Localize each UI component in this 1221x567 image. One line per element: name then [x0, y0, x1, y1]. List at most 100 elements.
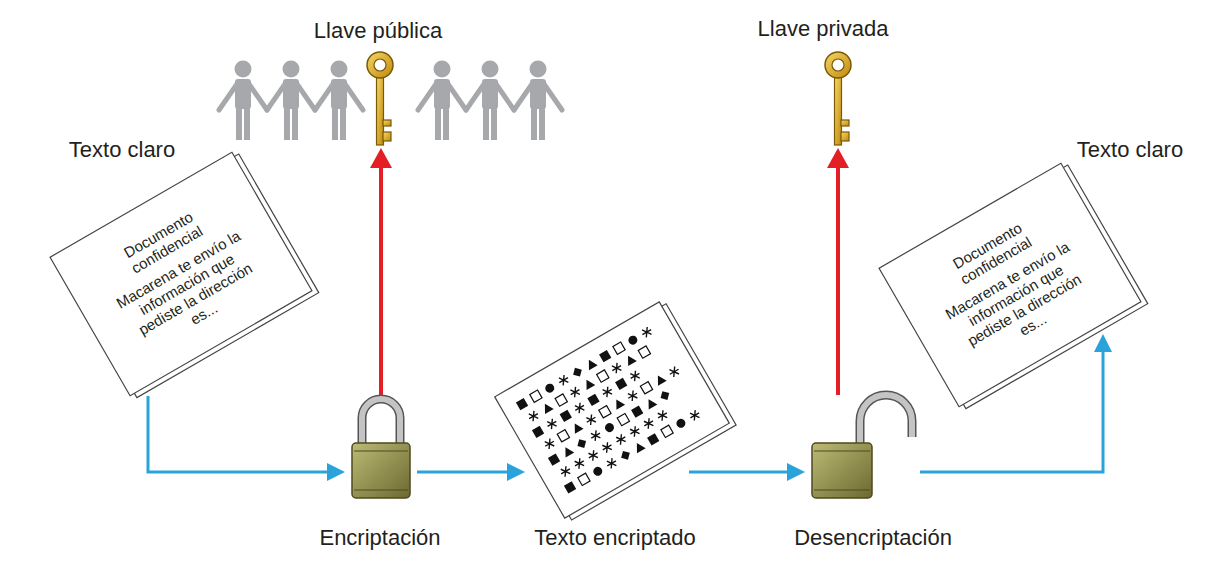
paper-front [879, 163, 1141, 407]
key-arrow [379, 156, 383, 395]
cipher-symbols [516, 323, 705, 494]
node-label: Texto claro [69, 137, 175, 163]
node-label: Llave pública [314, 18, 442, 44]
cipher-symbol [654, 373, 667, 386]
key-tooth [841, 132, 849, 141]
cipher-symbol [597, 370, 609, 382]
cipher-symbol [564, 481, 576, 493]
cipher-symbol [532, 426, 544, 438]
encrypted-document: Texto encriptado [495, 302, 729, 518]
key-tooth [383, 132, 391, 141]
cipher-symbol [612, 397, 625, 410]
flow-arrow [417, 471, 517, 474]
cipher-symbol [571, 365, 585, 379]
cipher-symbol [613, 342, 625, 354]
node-shape [805, 395, 920, 500]
cipher-symbol [661, 425, 673, 437]
cipher-symbol [610, 362, 623, 374]
key-icon [367, 52, 393, 145]
lock-body [812, 443, 872, 498]
cipher-symbol [656, 409, 669, 421]
cipher-symbol [688, 409, 701, 421]
closed-padlock: Encriptación [345, 395, 417, 500]
cipher-symbol [557, 430, 569, 442]
node-shape [345, 395, 417, 500]
paper-sheets [495, 299, 736, 522]
cipher-symbol [668, 366, 681, 378]
cipher-symbol [559, 465, 572, 477]
padlock-icon [352, 399, 410, 498]
shackle [362, 399, 400, 445]
key-tooth [383, 120, 391, 126]
cipher-symbol [527, 410, 540, 422]
key-hole [374, 59, 386, 71]
key-arrow [836, 156, 840, 395]
private-key: Llave privada [818, 50, 858, 148]
cipher-symbol [585, 357, 598, 370]
cipher-symbol [631, 405, 643, 417]
cipher-symbol [640, 326, 653, 338]
cipher-symbol [585, 414, 598, 426]
cipher-symbol [626, 390, 639, 402]
cipher-symbol [614, 433, 627, 445]
cipher-symbol [629, 370, 642, 382]
cipher-symbol [543, 438, 556, 450]
key-tooth [841, 120, 849, 126]
cipher-symbol [544, 382, 556, 394]
document-text: Documento confidencialMacarena te envío … [879, 163, 1141, 407]
cipher-symbol [647, 433, 659, 445]
node-label: Encriptación [319, 525, 440, 551]
person-figure [514, 61, 562, 141]
node-shape [360, 50, 400, 148]
lock-ridges [814, 451, 870, 490]
cipher-symbol [589, 429, 602, 441]
shackle-outline [860, 395, 912, 445]
cipher-symbol [587, 449, 600, 461]
cipher-symbol [541, 401, 554, 414]
cipher-symbol [628, 425, 641, 437]
paper-front [495, 302, 730, 518]
open-padlock: Desencriptación [805, 395, 920, 500]
cipher-symbol [658, 389, 672, 403]
cipher-symbol [569, 386, 582, 398]
node-label: Texto encriptado [534, 525, 695, 551]
cipher-symbol [615, 378, 627, 390]
document-text: Documento confidencialMacarena te envío … [50, 152, 312, 396]
cipher-symbol [578, 473, 590, 485]
cipher-symbol [633, 441, 646, 454]
cipher-symbol [555, 394, 567, 406]
paper-front [50, 152, 312, 396]
cipher-symbol [530, 390, 542, 402]
cipher-symbol [619, 449, 633, 463]
node-label: Desencriptación [794, 525, 952, 551]
paper-sheets [50, 150, 319, 400]
cipher-symbol [557, 374, 570, 386]
lock-ridges [354, 451, 408, 490]
public-key: Llave pública [360, 50, 400, 148]
key-ring [367, 52, 393, 78]
cipher-symbol [624, 353, 637, 366]
person-figure [267, 61, 315, 141]
shackle-outline [362, 399, 400, 445]
person-figure [466, 61, 514, 141]
cipher-symbol [675, 417, 687, 429]
cipher-symbol [603, 421, 615, 433]
key-hole [832, 59, 844, 71]
cipher-symbol [601, 386, 614, 398]
paper-sheets [879, 161, 1148, 411]
cipher-symbol [617, 413, 629, 425]
shackle [860, 395, 912, 445]
cipher-symbol [627, 334, 639, 346]
cipher-symbol [570, 421, 583, 434]
node-shape [818, 50, 858, 148]
padlock-icon [812, 395, 912, 498]
cipher-symbol [516, 398, 528, 410]
cipher-symbol [575, 437, 589, 451]
node-shape [495, 302, 729, 518]
node-label: Texto claro [1077, 137, 1183, 163]
cipher-symbol [573, 402, 586, 414]
person-figure [219, 61, 267, 141]
plain-document: Texto claroDocumento confidencialMacaren… [879, 163, 1141, 407]
plain-document: Texto claroDocumento confidencialMacaren… [50, 152, 312, 396]
